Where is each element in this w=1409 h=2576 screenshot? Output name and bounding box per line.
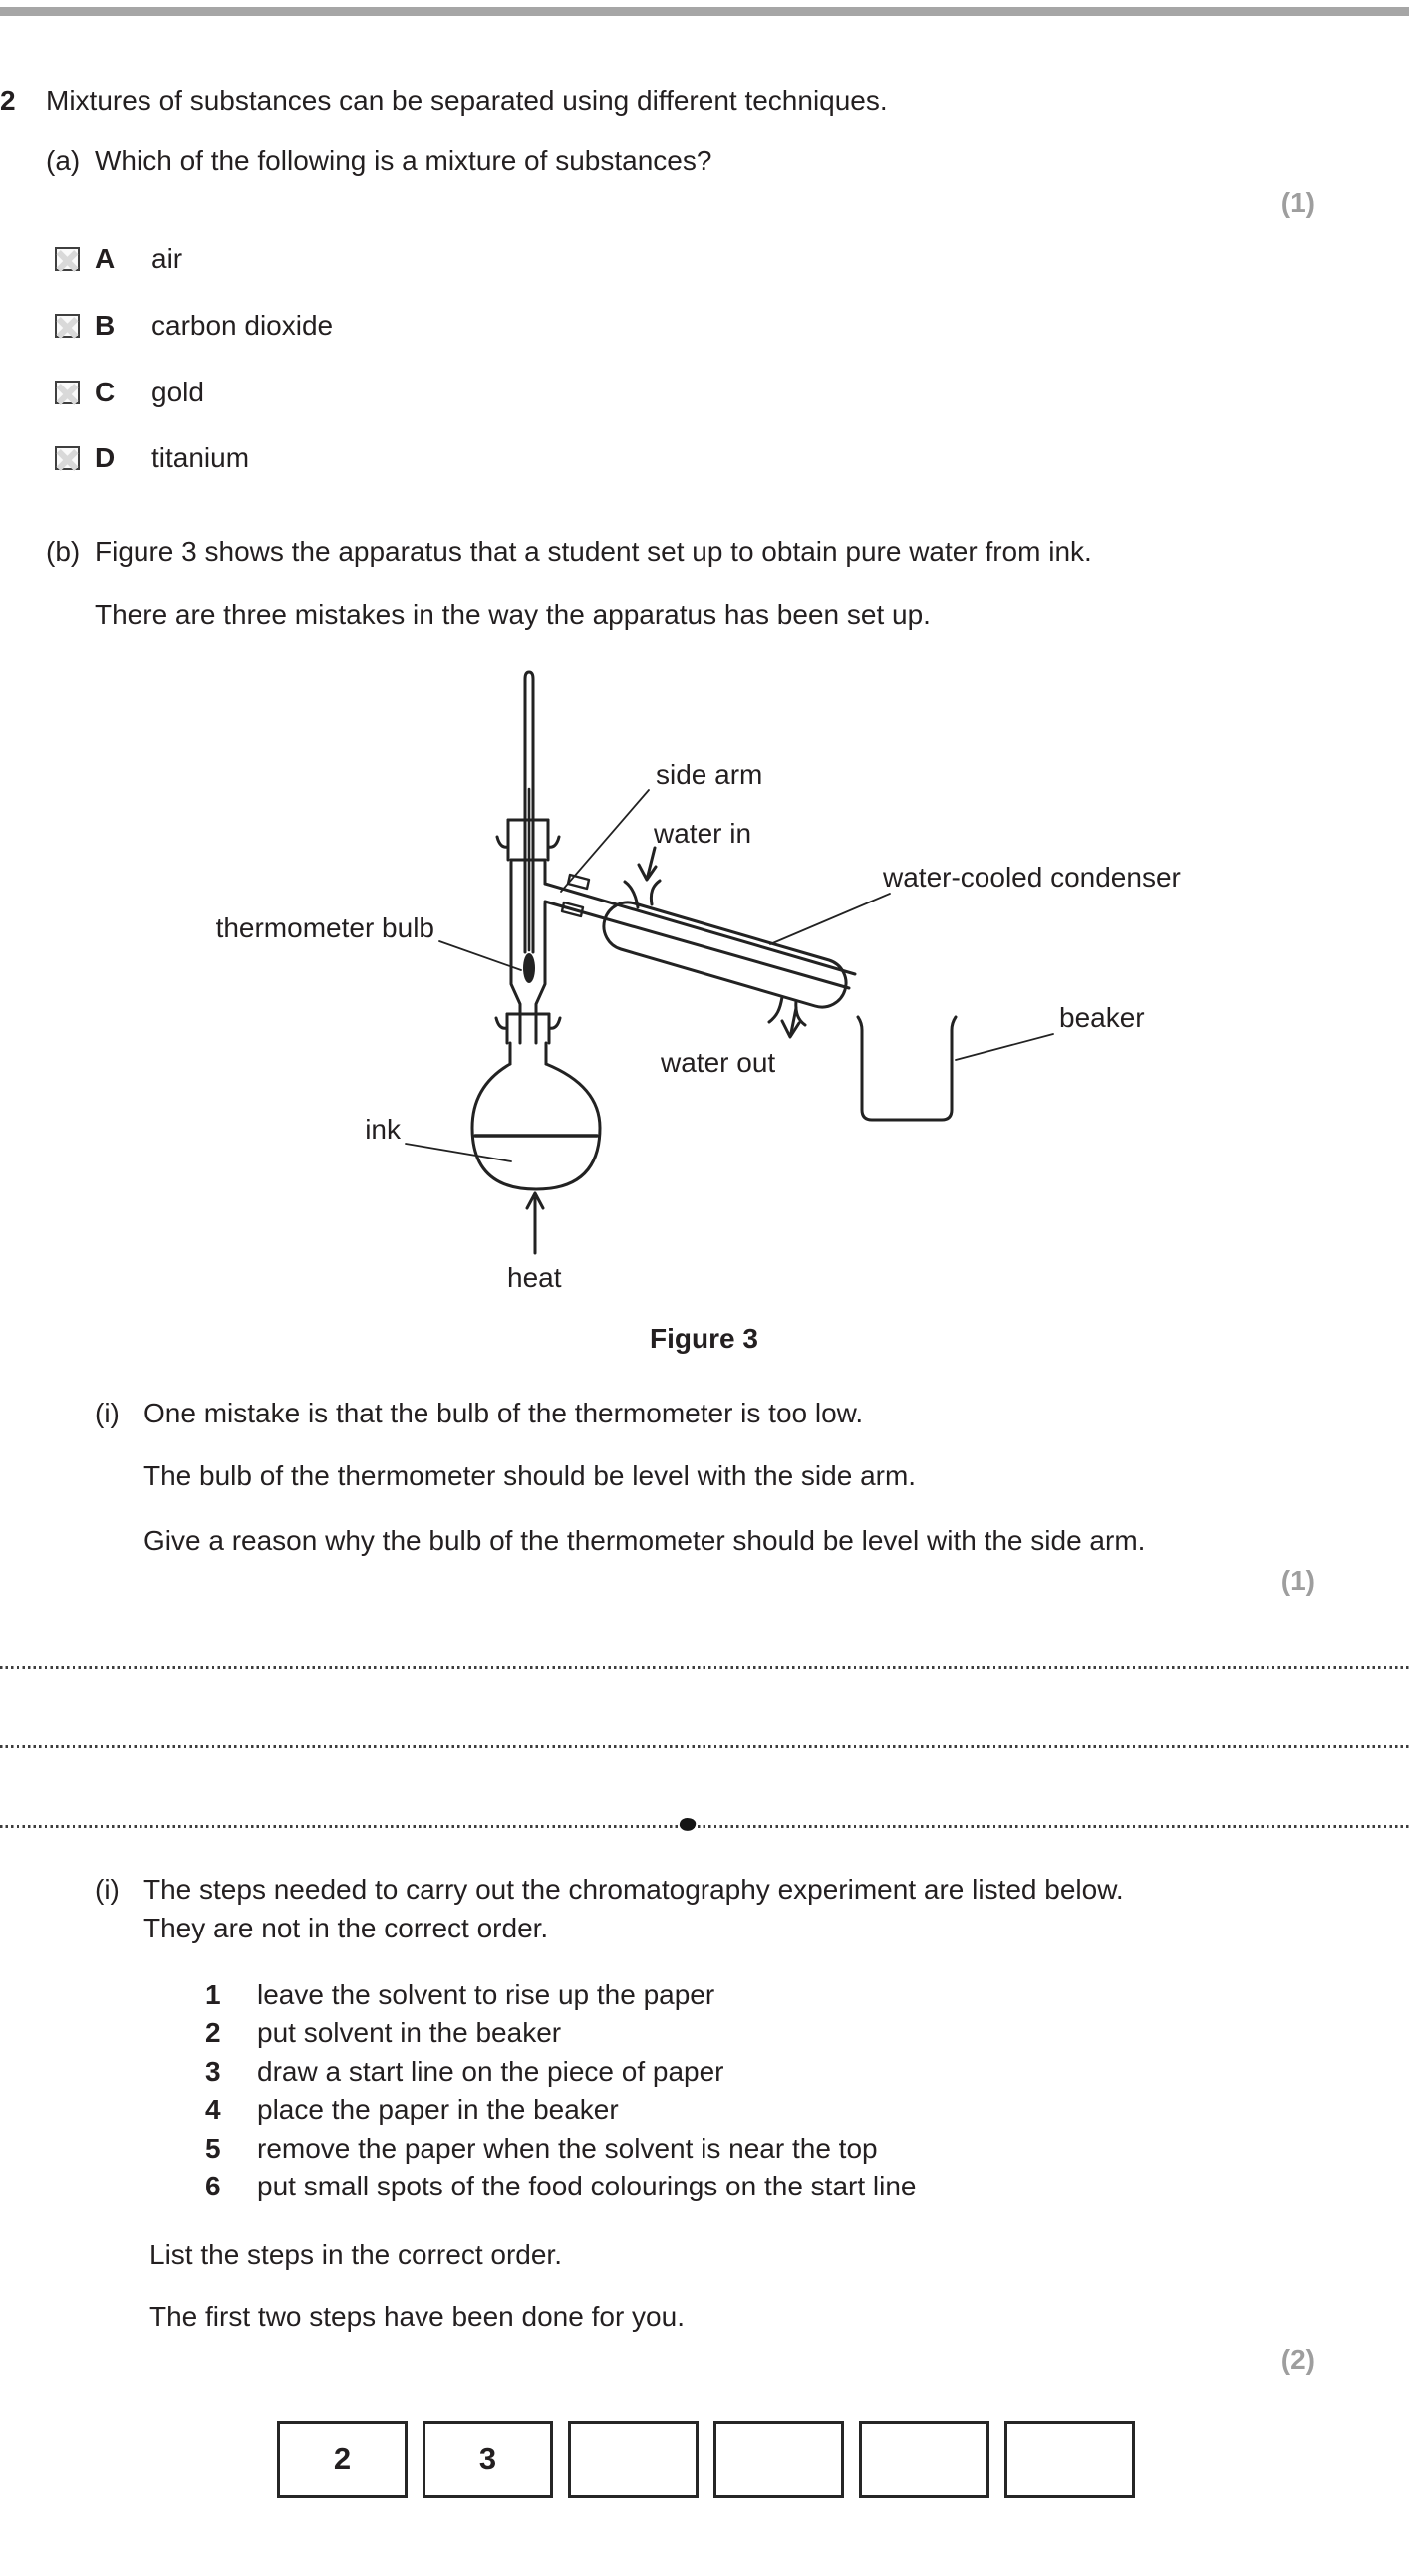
label-heat: heat [507,1262,562,1293]
marks-badge-bi: (1) [1280,1565,1315,1596]
part-bi-label: (i) [95,1398,120,1428]
label-water-out: water out [660,1047,775,1078]
option-letter: A [95,243,116,274]
part-ci-intro1: The steps needed to carry out the chroma… [143,1874,1124,1905]
question-number: 2 [0,85,16,116]
part-ci-label: (i) [95,1874,120,1905]
step-number: 3 [205,2056,221,2087]
step-row: 3 draw a start line on the piece of paper [205,2057,724,2091]
step-row: 1 leave the solvent to rise up the paper [205,1980,714,2014]
option-label: air [151,243,183,274]
option-letter: C [95,377,116,407]
marks-badge-ci: (2) [1280,2344,1315,2375]
thermometer-bulb-shape [523,953,535,983]
step-row: 5 remove the paper when the solvent is ne… [205,2134,878,2168]
label-condenser: water-cooled condenser [882,862,1181,893]
step-text: put small spots of the food colourings o… [257,2171,917,2201]
label-beaker: beaker [1059,1002,1145,1033]
ink-pointer [405,1143,512,1162]
option-checkbox-a[interactable] [55,247,80,271]
step-row: 6 put small spots of the food colourings … [205,2172,917,2205]
step-row: 2 put solvent in the beaker [205,2018,561,2052]
part-a-label: (a) [46,145,81,176]
condenser-jacket [602,879,848,1027]
label-water-in: water in [653,818,751,849]
still-head [494,818,562,1045]
heat-arrow [525,1191,545,1255]
water-in-arrow [637,846,658,882]
page-top-bar [0,7,1409,16]
thermometer-bulb-pointer [438,940,522,971]
part-ci-instruction1: List the steps in the correct order. [149,2239,562,2270]
beaker-shape [856,1015,958,1122]
part-ci-intro2: They are not in the correct order. [143,1913,549,1943]
label-ink: ink [365,1114,402,1145]
step-text: remove the paper when the solvent is nea… [257,2133,878,2164]
part-bi-line2: The bulb of the thermometer should be le… [143,1460,917,1491]
water-in-port [623,880,640,909]
part-bi-line3: Give a reason why the bulb of the thermo… [143,1525,1146,1556]
ink-blot-artifact [678,1816,698,1833]
answer-line[interactable] [0,1666,1409,1669]
label-side-arm: side arm [656,759,762,790]
option-letter: D [95,442,116,473]
flask [470,1041,602,1191]
step-row: 4 place the paper in the beaker [205,2095,619,2129]
option-row-d: D titanium [0,444,1409,474]
order-box-1[interactable]: 2 [277,2421,408,2498]
label-thermometer-bulb: thermometer bulb [216,912,434,943]
step-text: put solvent in the beaker [257,2017,562,2048]
answer-line[interactable] [0,1745,1409,1748]
option-row-b: B carbon dioxide [0,312,1409,342]
answer-line[interactable] [0,1825,1409,1828]
option-letter: B [95,310,116,341]
part-b-intro1: Figure 3 shows the apparatus that a stud… [95,536,1092,567]
water-out-arrow [780,1006,801,1039]
step-text: draw a start line on the piece of paper [257,2056,724,2087]
order-box-4[interactable] [713,2421,844,2498]
part-a-prompt: Which of the following is a mixture of s… [95,145,712,176]
order-box-6[interactable] [1004,2421,1135,2498]
question-intro: Mixtures of substances can be separated … [46,85,888,116]
figure3-diagram: side arm water in water-cooled condenser… [216,670,1181,1293]
step-number: 2 [205,2017,221,2048]
option-row-c: C gold [0,379,1409,408]
option-label: gold [151,377,204,407]
step-number: 6 [205,2171,221,2201]
order-box-5[interactable] [859,2421,989,2498]
option-checkbox-c[interactable] [55,381,80,404]
step-text: place the paper in the beaker [257,2094,619,2125]
order-box-3[interactable] [568,2421,699,2498]
option-label: titanium [151,442,250,473]
figure-caption: Figure 3 [650,1323,758,1354]
marks-badge-a: (1) [1280,187,1315,218]
order-box-2[interactable]: 3 [423,2421,553,2498]
step-number: 1 [205,1979,221,2010]
option-checkbox-b[interactable] [55,314,80,338]
part-b-intro2: There are three mistakes in the way the … [95,599,931,630]
part-bi-line1: One mistake is that the bulb of the ther… [143,1398,864,1428]
part-b-label: (b) [46,536,81,567]
option-row-a: A air [0,245,1409,275]
thermometer [523,670,535,983]
option-checkbox-d[interactable] [55,446,80,470]
condenser-pointer [769,893,891,945]
beaker-pointer [955,1033,1054,1061]
part-ci-instruction2: The first two steps have been done for y… [149,2301,685,2332]
step-text: leave the solvent to rise up the paper [257,1979,715,2010]
option-label: carbon dioxide [151,310,334,341]
step-number: 5 [205,2133,221,2164]
water-out-port [767,995,784,1024]
side-arm-tube [543,873,857,990]
step-number: 4 [205,2094,221,2125]
side-arm-pointer [560,789,650,893]
